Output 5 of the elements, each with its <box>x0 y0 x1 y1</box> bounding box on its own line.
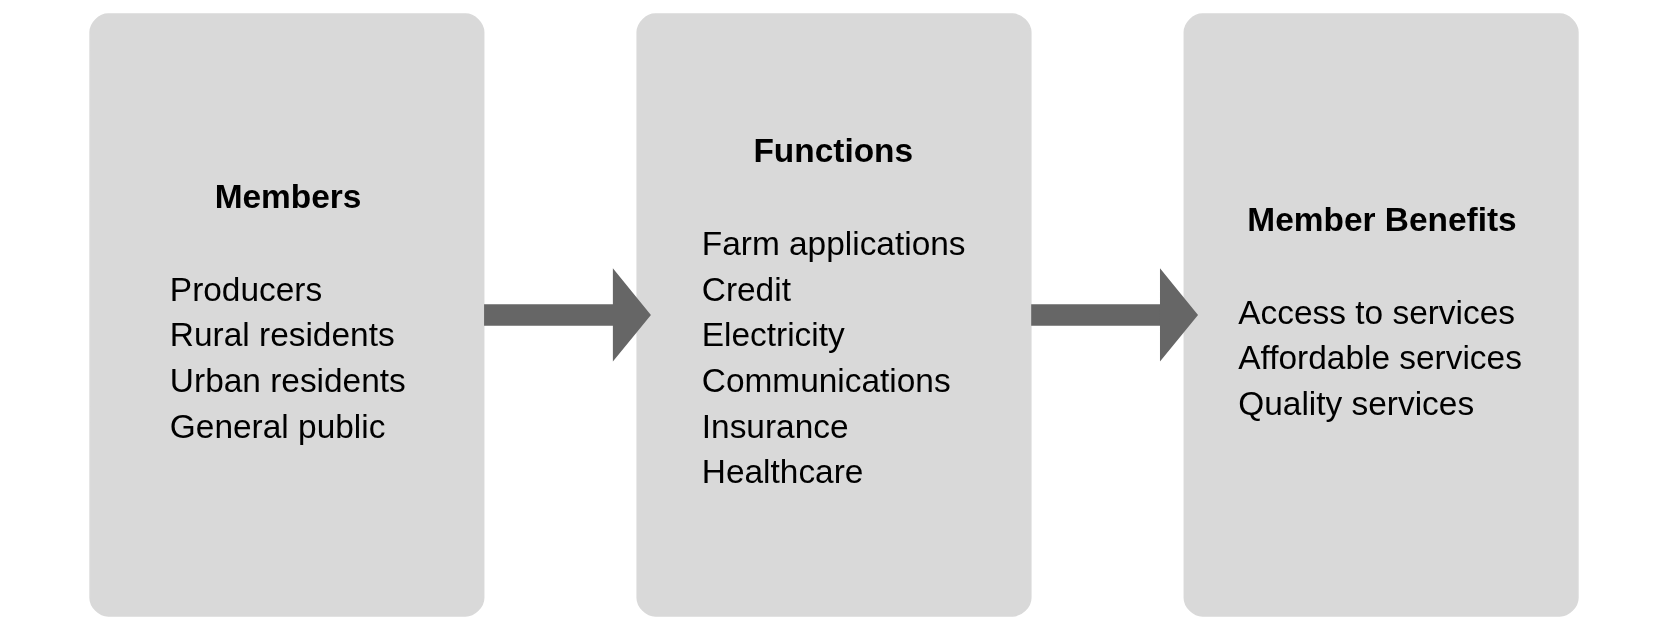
node-box: Members Producers Rural residents Urban residents General public <box>88 13 484 617</box>
arrow <box>1030 268 1198 362</box>
arrow <box>483 268 651 362</box>
node-box: Member Benefits Access to services Affordable services Quality services <box>1183 13 1579 617</box>
node-box: Functions Farm applications Credit Electricity Communications Insurance Healthcare <box>635 13 1032 617</box>
